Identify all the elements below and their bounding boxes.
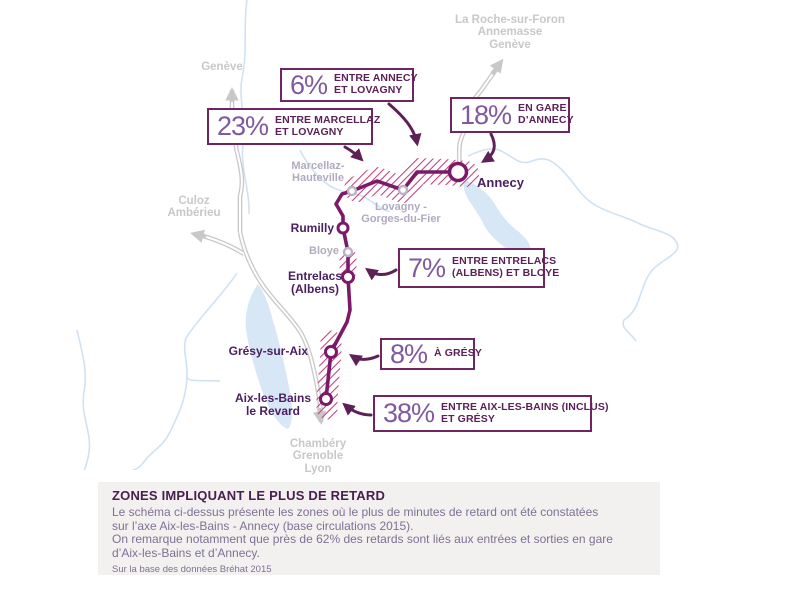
river-east bbox=[467, 148, 679, 342]
destination-label-culoz: Culoz Ambérieu bbox=[154, 195, 234, 220]
station-dot-gresy bbox=[324, 345, 338, 359]
callout-marcellaz-lovagny: 23% ENTRE MARCELLAZ ET LOVAGNY bbox=[207, 108, 380, 145]
destination-chambery-line3: Lyon bbox=[304, 462, 332, 475]
callout-annecy-lovagny-value: 6% bbox=[290, 69, 328, 100]
station-label-bloye: Bloye bbox=[309, 245, 339, 257]
station-label-lovagny: Lovagny - Gorges-du-Fier bbox=[356, 201, 446, 226]
station-label-gresy: Grésy-sur-Aix bbox=[228, 344, 308, 358]
station-dot-rumilly bbox=[336, 221, 350, 235]
callout-marcellaz-lovagny-value: 23% bbox=[217, 111, 269, 141]
callout-gare-annecy: 18% EN GARE D’ANNECY bbox=[450, 97, 574, 133]
callout-entrelacs-bloye-label: ENTRE ENTRELACS (ALBENS) ET BLOYE bbox=[452, 255, 560, 279]
legend-title: ZONES IMPLIQUANT LE PLUS DE RETARD bbox=[112, 488, 386, 503]
route-aix-annecy bbox=[324, 170, 464, 401]
station-label-annecy: Annecy bbox=[477, 175, 524, 190]
lakes bbox=[245, 180, 531, 429]
destination-laroche-line1: La Roche-sur-Foron bbox=[455, 14, 565, 26]
arrow-callout-23pct bbox=[343, 145, 364, 162]
station-label-aix: Aix-les-Bains le Revard bbox=[233, 392, 313, 418]
station-dot-aix bbox=[319, 392, 333, 406]
station-label-entrelacs: Entrelacs (Albens) bbox=[275, 270, 355, 296]
station-marcellaz-line2: Hauteville bbox=[292, 171, 344, 184]
destination-culoz-line2: Ambérieu bbox=[167, 207, 221, 220]
station-aix-line1: Aix-les-Bains bbox=[234, 391, 312, 405]
river-west-edge bbox=[76, 329, 91, 470]
legend-body-line3: On remarque notamment que près de 62% de… bbox=[112, 532, 613, 546]
callout-gresy-value: 8% bbox=[390, 338, 428, 369]
station-entrelacs-line1: Entrelacs bbox=[287, 269, 343, 283]
callout-gresy-label: À GRÉSY bbox=[434, 347, 482, 360]
callout-annecy-lovagny-label: ENTRE ANNECY ET LOVAGNY bbox=[334, 72, 418, 96]
station-marcellaz-line1: Marcellaz- bbox=[291, 160, 345, 172]
station-dot-bloye bbox=[342, 246, 354, 258]
station-label-rumilly: Rumilly bbox=[290, 221, 334, 235]
station-entrelacs-line2: (Albens) bbox=[291, 281, 339, 296]
destination-chambery-line1: Chambéry bbox=[289, 438, 347, 450]
station-dots bbox=[319, 161, 469, 406]
station-aix-line2: le Revard bbox=[245, 403, 301, 418]
station-dot-annecy bbox=[447, 161, 469, 183]
river-southwest bbox=[183, 272, 238, 382]
callout-entrelacs-bloye-value: 7% bbox=[408, 252, 446, 283]
rivers bbox=[76, 0, 679, 470]
callout-aix-gresy-label: ENTRE AIX-LES-BAINS (INCLUS) ET GRÉSY bbox=[441, 400, 609, 425]
station-label-marcellaz: Marcellaz- Hauteville bbox=[278, 160, 358, 185]
destination-label-laroche: La Roche-sur-Foron Annemasse Genève bbox=[440, 14, 580, 51]
destination-chambery-line2: Grenoble bbox=[292, 450, 344, 463]
callout-aix-gresy: 38% ENTRE AIX-LES-BAINS (INCLUS) ET GRÉS… bbox=[373, 395, 608, 432]
arrow-callout-38pct bbox=[342, 402, 373, 417]
destination-culoz-line1: Culoz bbox=[178, 195, 210, 207]
legend-source: Sur la base des données Bréhat 2015 bbox=[112, 564, 272, 575]
legend-body-line1: Le schéma ci-dessus présente les zones o… bbox=[112, 505, 599, 519]
callout-arrows bbox=[342, 102, 496, 417]
callout-gresy: 8% À GRÉSY bbox=[380, 338, 482, 370]
arrow-to-culoz bbox=[190, 229, 207, 243]
lake-annecy bbox=[463, 180, 531, 255]
station-dot-lovagny bbox=[397, 184, 409, 196]
legend-panel: ZONES IMPLIQUANT LE PLUS DE RETARD Le sc… bbox=[98, 482, 660, 575]
map-canvas bbox=[76, 0, 679, 470]
arrow-callout-7pct bbox=[365, 267, 398, 281]
arrow-to-laroche bbox=[489, 58, 504, 76]
station-lovagny-line1: Lovagny - bbox=[375, 201, 427, 213]
station-lovagny-line2: Gorges-du-Fier bbox=[361, 212, 441, 225]
destination-label-geneve: Genève bbox=[201, 61, 243, 73]
callout-aix-gresy-value: 38% bbox=[383, 398, 435, 428]
destination-laroche-line2: Annemasse bbox=[477, 26, 543, 39]
legend-body-line4: d’Aix-les-Bains et d’Annecy. bbox=[112, 545, 260, 560]
arrow-callout-8pct bbox=[349, 354, 380, 367]
callout-gare-annecy-label: EN GARE D’ANNECY bbox=[518, 102, 574, 126]
callout-marcellaz-lovagny-label: ENTRE MARCELLAZ ET LOVAGNY bbox=[275, 113, 381, 138]
lake-bourget bbox=[245, 284, 293, 429]
station-dot-entrelacs bbox=[341, 270, 355, 284]
legend-body-line2: sur l’axe Aix-les-Bains - Annecy (base c… bbox=[112, 518, 414, 533]
arrow-callout-6pct bbox=[387, 102, 422, 147]
callout-annecy-lovagny: 6% ENTRE ANNECY ET LOVAGNY bbox=[280, 68, 418, 102]
river-southwest-lower bbox=[131, 376, 188, 470]
callout-gare-annecy-value: 18% bbox=[460, 99, 512, 130]
station-dot-marcellaz bbox=[346, 185, 358, 197]
destination-laroche-line3: Genève bbox=[489, 38, 531, 51]
arrow-callout-18pct bbox=[480, 132, 496, 163]
destination-label-chambery: Chambéry Grenoble Lyon bbox=[278, 438, 358, 475]
callout-entrelacs-bloye: 7% ENTRE ENTRELACS (ALBENS) ET BLOYE bbox=[398, 248, 559, 288]
